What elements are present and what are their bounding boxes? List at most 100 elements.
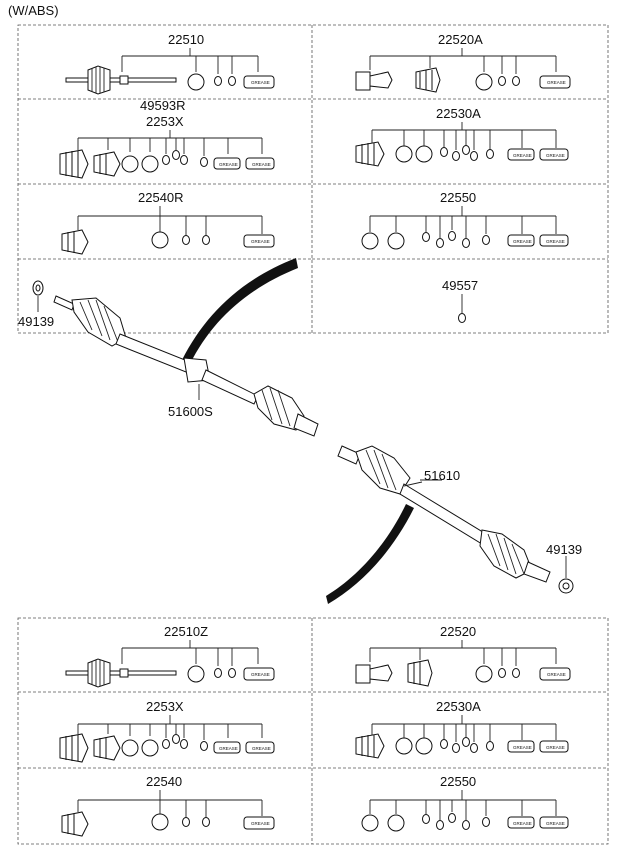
clamp-icon xyxy=(172,150,180,160)
outer-joint-icon xyxy=(355,664,393,684)
svg-text:GREASE: GREASE xyxy=(251,80,270,85)
kit-label-secondary: 2253X xyxy=(146,114,184,129)
boot-ring-icon xyxy=(387,814,405,832)
boot-icon xyxy=(59,733,89,763)
kit-49557: 49557 xyxy=(442,278,478,323)
svg-text:GREASE: GREASE xyxy=(252,746,271,751)
kit-2253X: 2253X GREASE GREASE xyxy=(59,699,275,763)
kit-22550: 22550 GREASE GREASE xyxy=(361,190,569,250)
clamp-icon xyxy=(462,737,470,747)
clamp-icon xyxy=(202,235,210,245)
kit-label: 22540 xyxy=(146,774,182,789)
clamp-icon xyxy=(512,668,520,678)
svg-text:GREASE: GREASE xyxy=(513,239,532,244)
part-label: 49139 xyxy=(18,314,54,329)
boot-ring-icon xyxy=(361,232,379,250)
clamp-icon xyxy=(458,313,466,323)
clamp-icon xyxy=(470,151,478,161)
kit-label: 22540R xyxy=(138,190,184,205)
grease-tube-icon: GREASE xyxy=(243,816,275,830)
boot-ring-icon xyxy=(141,155,159,173)
clamp-icon xyxy=(228,668,236,678)
svg-text:GREASE: GREASE xyxy=(251,239,270,244)
boot-icon xyxy=(93,735,121,761)
clamp-icon xyxy=(440,147,448,157)
kit-22540R: 22540R GREASE xyxy=(61,190,275,255)
svg-text:GREASE: GREASE xyxy=(252,162,271,167)
kit-22530A-lower: 22530A GREASE GREASE xyxy=(355,699,569,759)
boot-icon xyxy=(93,151,121,177)
grease-tube-icon: GREASE xyxy=(539,816,569,829)
grease-tube-icon: GREASE xyxy=(245,741,275,754)
kit-label: 22550 xyxy=(440,190,476,205)
clamp-icon xyxy=(498,668,506,678)
svg-text:GREASE: GREASE xyxy=(251,821,270,826)
separator-arc xyxy=(182,258,298,364)
kit-label: 22520 xyxy=(440,624,476,639)
clamp-icon xyxy=(202,817,210,827)
svg-text:GREASE: GREASE xyxy=(547,80,566,85)
boot-ring-icon xyxy=(121,155,139,173)
grease-tube-icon: GREASE xyxy=(243,667,275,681)
drive-shaft-upper: 49139 51600S xyxy=(18,280,319,437)
clamp-icon xyxy=(214,668,222,678)
grease-tube-icon: GREASE xyxy=(539,148,569,161)
kit-label: 22510 xyxy=(168,32,204,47)
clamp-icon xyxy=(180,155,188,165)
clamp-icon xyxy=(214,76,222,86)
boot-icon xyxy=(59,149,89,179)
inner-joint-boot-icon xyxy=(355,445,411,495)
bottom-kit-panel xyxy=(17,617,609,845)
clamp-icon xyxy=(452,151,460,161)
kit-label: 2253X xyxy=(146,699,184,714)
clamp-icon xyxy=(162,155,170,165)
part-label: 51600S xyxy=(168,404,213,419)
boot-ring-icon xyxy=(361,814,379,832)
clamp-icon xyxy=(228,76,236,86)
part-label: 51610 xyxy=(424,468,460,483)
kit-label: 49557 xyxy=(442,278,478,293)
kit-49593R-2253X: 49593R 2253X GREASE GREASE xyxy=(59,98,275,179)
grease-tube-icon: GREASE xyxy=(507,234,535,247)
kit-22530A: 22530A GREASE GREASE xyxy=(355,106,569,167)
kit-label: 22550 xyxy=(440,774,476,789)
svg-text:GREASE: GREASE xyxy=(219,746,238,751)
clamp-icon xyxy=(200,741,208,751)
svg-text:GREASE: GREASE xyxy=(546,153,565,158)
boot-icon xyxy=(407,659,433,687)
clamp-icon xyxy=(422,232,430,242)
boot-ring-icon xyxy=(187,665,205,683)
grease-tube-icon: GREASE xyxy=(507,740,535,753)
boot-ring-icon xyxy=(141,739,159,757)
kit-22520A: 22520A GREASE xyxy=(355,32,571,93)
svg-text:GREASE: GREASE xyxy=(219,162,238,167)
clamp-icon xyxy=(162,739,170,749)
boot-ring-icon xyxy=(187,73,205,91)
boot-ring-icon xyxy=(395,145,413,163)
kit-label: 22530A xyxy=(436,699,481,714)
kit-label: 22510Z xyxy=(164,624,208,639)
svg-text:GREASE: GREASE xyxy=(513,153,532,158)
grease-tube-icon: GREASE xyxy=(507,816,535,829)
drive-shaft-lower: 51610 49139 xyxy=(337,445,582,594)
boot-icon xyxy=(355,141,385,167)
clamp-icon xyxy=(482,817,490,827)
svg-text:GREASE: GREASE xyxy=(251,672,270,677)
svg-text:GREASE: GREASE xyxy=(513,821,532,826)
svg-text:GREASE: GREASE xyxy=(546,821,565,826)
svg-text:GREASE: GREASE xyxy=(513,745,532,750)
boot-icon xyxy=(415,67,441,93)
boot-ring-icon xyxy=(415,145,433,163)
top-kit-panel xyxy=(17,24,609,334)
boot-ring-icon xyxy=(151,813,169,831)
clamp-icon xyxy=(200,157,208,167)
clamp-icon xyxy=(180,739,188,749)
kit-22510Z: 22510Z GREASE xyxy=(65,624,275,688)
kit-label: 22530A xyxy=(436,106,481,121)
kit-label: 22520A xyxy=(438,32,483,47)
kit-label: 49593R xyxy=(140,98,186,113)
grease-tube-icon: GREASE xyxy=(213,741,241,754)
grease-tube-icon: GREASE xyxy=(539,667,571,681)
grease-tube-icon: GREASE xyxy=(539,234,569,247)
